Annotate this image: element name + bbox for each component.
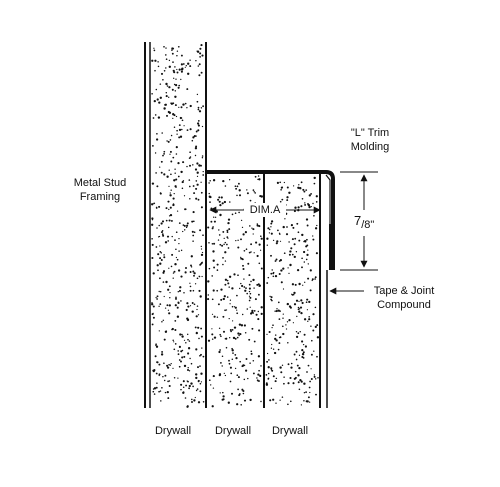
drywall-speckle-texture xyxy=(151,44,320,408)
seven-eighths-dimension xyxy=(340,171,378,271)
seven-eighths-numerator: 7 xyxy=(354,213,362,228)
metal-stud-label-line1: Metal Stud xyxy=(73,177,127,189)
tape-label-line1: Tape & Joint xyxy=(373,285,435,297)
seven-eighths-denominator: /8" xyxy=(361,219,375,231)
drywall-label-3: Drywall xyxy=(271,425,309,437)
dim-a-label: DIM.A xyxy=(244,203,286,217)
trim-molding-label: "L" Trim Molding xyxy=(330,126,410,154)
l-trim-molding xyxy=(206,170,335,270)
trim-label-line2: Molding xyxy=(350,141,390,153)
tape-joint-label: Tape & Joint Compound xyxy=(364,284,444,312)
tape-label-line2: Compound xyxy=(377,299,431,311)
drywall-label-1: Drywall xyxy=(154,425,192,437)
seven-eighths-label: 7/8" xyxy=(354,213,394,231)
metal-stud-label: Metal Stud Framing xyxy=(60,176,140,204)
metal-stud-label-line2: Framing xyxy=(79,191,121,203)
trim-label-line1: "L" Trim xyxy=(350,127,390,139)
metal-stud-framing xyxy=(144,42,151,408)
drywall-label-2: Drywall xyxy=(214,425,252,437)
